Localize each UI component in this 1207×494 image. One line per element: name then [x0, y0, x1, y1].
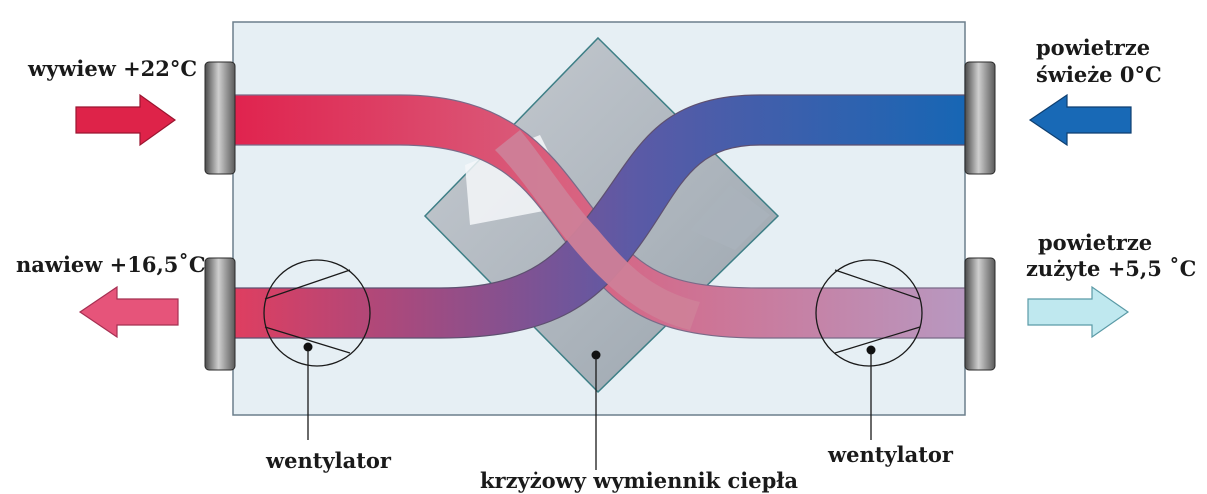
label-used-out-line1: powietrze — [1038, 230, 1152, 255]
label-used-out-line2: zużyte +5,5 ˚C — [1026, 256, 1196, 281]
exhaust-duct-overlap — [495, 130, 700, 330]
label-fresh-in-line1: powietrze — [1036, 35, 1150, 60]
fan-right-hub — [866, 345, 876, 355]
collar-top-right — [964, 61, 996, 175]
label-fan-right: wentylator — [827, 442, 954, 467]
fan-left-hub — [303, 342, 313, 352]
fan-right — [815, 259, 923, 367]
arrow-exhaust-in — [75, 93, 177, 147]
arrow-supply-out — [78, 285, 179, 339]
label-exhaust-in: wywiew +22°C — [27, 56, 197, 81]
exchanger-marker — [591, 350, 601, 360]
label-fresh-in-line2: świeże 0°C — [1036, 62, 1162, 87]
collar-top-left — [204, 61, 236, 175]
exchanger-right-window — [690, 185, 770, 250]
label-exchanger: krzyżowy wymiennik ciepła — [480, 468, 798, 493]
label-fan-left: wentylator — [265, 448, 392, 473]
collar-bottom-left — [204, 257, 236, 371]
arrow-used-out — [1027, 285, 1130, 339]
arrow-fresh-in — [1028, 93, 1132, 147]
fan-left — [263, 259, 371, 367]
collar-bottom-right — [964, 257, 996, 371]
label-supply-out: nawiew +16,5˚C — [16, 252, 206, 277]
